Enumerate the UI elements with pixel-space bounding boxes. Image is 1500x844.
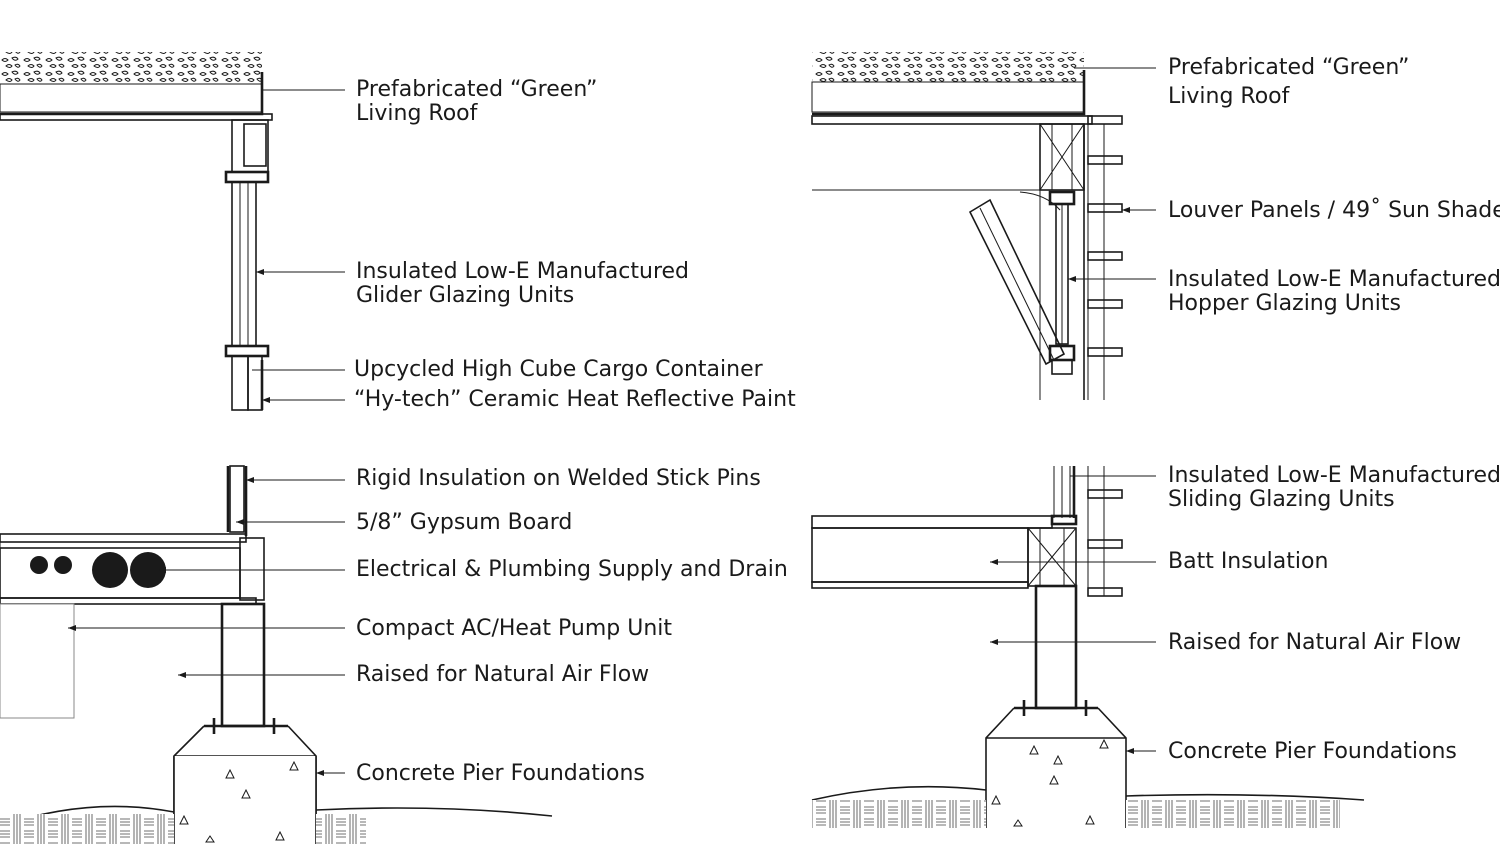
pipe-small-1 bbox=[30, 556, 48, 574]
label-concrete-pier-right: Concrete Pier Foundations bbox=[1168, 739, 1457, 764]
label-green-roof-right: Prefabricated “Green”Living Roof bbox=[1168, 55, 1409, 109]
pipe-large-1 bbox=[92, 552, 128, 588]
soil-left-right bbox=[812, 800, 986, 828]
green-roof-gravel-right bbox=[812, 52, 1084, 82]
floor-underside bbox=[0, 597, 257, 605]
ac-heat-pump-unit bbox=[0, 603, 75, 719]
label-concrete-pier-left: Concrete Pier Foundations bbox=[356, 761, 645, 786]
label-electrical-plumbing: Electrical & Plumbing Supply and Drain bbox=[356, 557, 788, 582]
label-batt-insulation: Batt Insulation bbox=[1168, 549, 1328, 574]
soil-right bbox=[316, 814, 366, 844]
steel-post bbox=[220, 602, 266, 728]
hopper-sash-open bbox=[968, 198, 1066, 366]
concrete-pier-right bbox=[985, 707, 1127, 828]
sliding-sill bbox=[1050, 514, 1078, 526]
floor-deck-right bbox=[811, 515, 1053, 529]
glider-glazing-unit bbox=[231, 181, 257, 347]
label-gypsum-board: 5/8” Gypsum Board bbox=[356, 510, 572, 535]
rim-beam bbox=[239, 537, 265, 601]
batt-insulation bbox=[811, 527, 1029, 583]
container-wall-upper bbox=[231, 355, 249, 411]
pipe-small-2 bbox=[54, 556, 72, 574]
wall-head bbox=[231, 119, 269, 173]
left-labels: Prefabricated “Green”Living Roof Insulat… bbox=[354, 77, 796, 786]
steel-post-right bbox=[1034, 584, 1078, 710]
concrete-pier bbox=[174, 756, 316, 844]
label-ceramic-paint: “Hy-tech” Ceramic Heat Reflective Paint bbox=[354, 387, 796, 412]
right-leaders bbox=[990, 67, 1156, 754]
right-labels: Prefabricated “Green”Living Roof Louver … bbox=[1168, 55, 1500, 764]
label-raised-air-flow-right: Raised for Natural Air Flow bbox=[1168, 630, 1461, 655]
window-head-frame bbox=[224, 170, 270, 184]
label-louver-panels: Louver Panels / 49˚ Sun Shade bbox=[1168, 198, 1500, 223]
louver-panels-lower bbox=[1087, 489, 1123, 597]
label-raised-air-flow-left: Raised for Natural Air Flow bbox=[356, 662, 649, 687]
window-sill-frame bbox=[224, 344, 270, 358]
label-rigid-insulation: Rigid Insulation on Welded Stick Pins bbox=[356, 466, 761, 491]
roof-deck bbox=[0, 113, 273, 121]
floor-deck bbox=[0, 533, 247, 543]
label-cargo-container: Upcycled High Cube Cargo Container bbox=[354, 357, 764, 382]
louver-panels-upper bbox=[1087, 115, 1123, 357]
label-ac-heat-pump: Compact AC/Heat Pump Unit bbox=[356, 616, 672, 641]
pipe-large-2 bbox=[130, 552, 166, 588]
rigid-insulation-wall bbox=[229, 465, 245, 533]
soil-left bbox=[0, 814, 174, 844]
green-roof-tray bbox=[0, 83, 263, 113]
soil-right-right bbox=[1126, 800, 1340, 828]
left-leaders bbox=[68, 89, 345, 776]
roof-deck-right bbox=[811, 115, 1093, 125]
right-section-drawing bbox=[811, 52, 1365, 828]
hopper-head bbox=[1048, 190, 1076, 206]
green-roof-gravel bbox=[0, 52, 262, 84]
label-green-roof-left: Prefabricated “Green”Living Roof bbox=[356, 77, 597, 126]
left-section-drawing bbox=[0, 52, 553, 844]
green-roof-tray-right bbox=[811, 81, 1085, 113]
